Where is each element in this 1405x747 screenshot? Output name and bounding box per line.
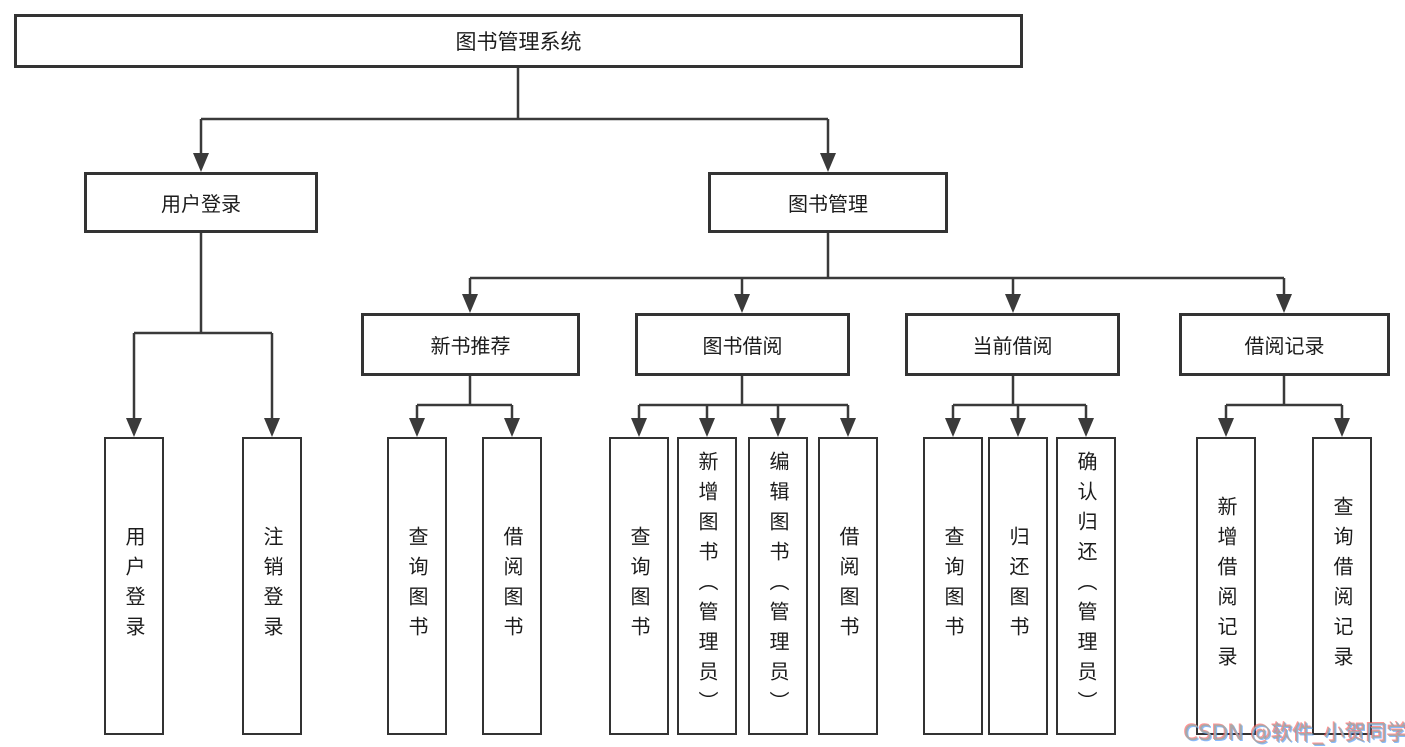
connector-book-mgmt-branch xyxy=(462,233,1292,313)
connector-user-login-branch xyxy=(126,233,280,437)
leaf-return-books: 归还图书 xyxy=(988,437,1048,735)
leaf-query-borrow-record-label: 查询借阅记录 xyxy=(1330,496,1354,676)
leaf-borrow-books-recommend: 借阅图书 xyxy=(482,437,542,735)
leaf-add-books-admin-label: 新增图书（管理员） xyxy=(695,451,719,721)
leaf-logout-label: 注销登录 xyxy=(260,526,284,646)
node-book-mgmt-label: 图书管理 xyxy=(788,192,868,216)
connector-current-borrow-branch xyxy=(945,376,1094,437)
leaf-edit-books-admin-label: 编辑图书（管理员） xyxy=(766,451,790,721)
connector-root-to-level2 xyxy=(193,68,836,172)
node-root: 图书管理系统 xyxy=(14,14,1023,68)
node-borrow-records: 借阅记录 xyxy=(1179,313,1390,376)
node-book-borrow: 图书借阅 xyxy=(635,313,850,376)
node-book-borrow-label: 图书借阅 xyxy=(702,334,783,358)
node-current-borrow-label: 当前借阅 xyxy=(972,334,1053,358)
leaf-edit-books-admin: 编辑图书（管理员） xyxy=(748,437,808,735)
leaf-query-books-borrow: 查询图书 xyxy=(609,437,669,735)
connector-borrow-records-branch xyxy=(1218,376,1350,437)
leaf-add-borrow-record-label: 新增借阅记录 xyxy=(1214,496,1238,676)
leaf-user-login: 用户登录 xyxy=(104,437,164,735)
node-user-login-label: 用户登录 xyxy=(161,192,241,216)
leaf-add-borrow-record: 新增借阅记录 xyxy=(1196,437,1256,735)
node-borrow-records-label: 借阅记录 xyxy=(1244,334,1325,358)
leaf-borrow-books-label: 借阅图书 xyxy=(836,526,860,646)
leaf-query-books-current: 查询图书 xyxy=(923,437,983,735)
node-new-book-recommend: 新书推荐 xyxy=(361,313,580,376)
leaf-logout: 注销登录 xyxy=(242,437,302,735)
leaf-return-books-label: 归还图书 xyxy=(1006,526,1030,646)
leaf-query-books-recommend-label: 查询图书 xyxy=(405,526,429,646)
leaf-user-login-label: 用户登录 xyxy=(122,526,146,646)
leaf-add-books-admin: 新增图书（管理员） xyxy=(677,437,737,735)
leaf-confirm-return-admin: 确认归还（管理员） xyxy=(1056,437,1116,735)
node-root-label: 图书管理系统 xyxy=(455,30,582,54)
node-new-book-recommend-label: 新书推荐 xyxy=(430,334,511,358)
leaf-confirm-return-admin-label: 确认归还（管理员） xyxy=(1074,451,1098,721)
leaf-query-books-recommend: 查询图书 xyxy=(387,437,447,735)
leaf-borrow-books-recommend-label: 借阅图书 xyxy=(500,526,524,646)
leaf-query-books-current-label: 查询图书 xyxy=(941,526,965,646)
node-current-borrow: 当前借阅 xyxy=(905,313,1120,376)
node-user-login: 用户登录 xyxy=(84,172,318,233)
connector-book-borrow-branch xyxy=(631,376,856,437)
leaf-query-borrow-record: 查询借阅记录 xyxy=(1312,437,1372,735)
watermark: CSDN @软件_小贺同学 xyxy=(1184,721,1405,745)
leaf-query-books-borrow-label: 查询图书 xyxy=(627,526,651,646)
node-book-mgmt: 图书管理 xyxy=(708,172,948,233)
connector-new-book-branch xyxy=(409,376,520,437)
leaf-borrow-books: 借阅图书 xyxy=(818,437,878,735)
